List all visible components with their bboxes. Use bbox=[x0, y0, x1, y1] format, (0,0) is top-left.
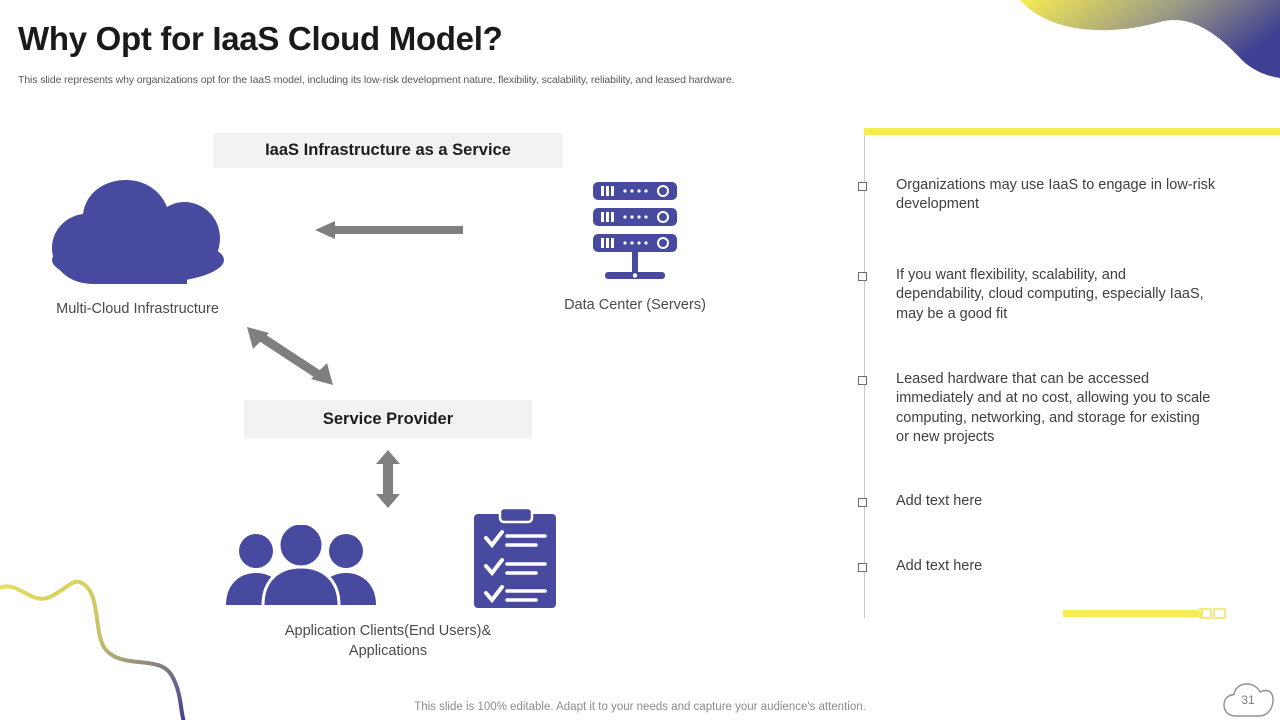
list-item[interactable]: Organizations may use IaaS to engage in … bbox=[858, 176, 1216, 215]
decorative-squiggle-bottom-left bbox=[0, 579, 186, 720]
page-number-cloud-icon bbox=[1223, 683, 1274, 717]
square-bullet-icon bbox=[858, 272, 867, 281]
list-item[interactable]: If you want flexibility, scalability, an… bbox=[858, 266, 1216, 324]
application-clients-people-icon bbox=[226, 525, 376, 605]
datacenter-caption: Data Center (Servers) bbox=[564, 297, 706, 313]
arrow-vertical-double-icon bbox=[376, 450, 400, 508]
applications-caption: Application Clients(End Users)& Applicat… bbox=[238, 622, 538, 661]
footer-note: This slide is 100% editable. Adapt it to… bbox=[414, 701, 866, 713]
cloud-caption: Multi-Cloud Infrastructure bbox=[56, 301, 219, 317]
list-item-text: Add text here bbox=[896, 493, 983, 509]
service-provider-box-label: Service Provider bbox=[322, 409, 454, 428]
iaas-header-box: IaaS Infrastructure as a Service bbox=[213, 133, 563, 168]
panel-bottom-accent-bar bbox=[1063, 610, 1203, 617]
service-provider-box: Service Provider bbox=[244, 400, 532, 438]
page-number: 31 bbox=[1241, 693, 1255, 707]
panel-top-accent-bar bbox=[864, 128, 1280, 135]
applications-caption-line1: Application Clients(End Users)& bbox=[284, 623, 492, 639]
panel-bottom-accent-glyph bbox=[1199, 608, 1226, 619]
arrow-diagonal-double-icon bbox=[247, 327, 333, 385]
square-bullet-icon bbox=[858, 376, 867, 385]
list-item-text: Add text here bbox=[896, 558, 983, 574]
list-item-text: Organizations may use IaaS to engage in … bbox=[896, 177, 1216, 213]
list-item[interactable]: Add text here bbox=[858, 557, 1216, 576]
square-bullet-icon bbox=[858, 182, 867, 191]
arrow-left-icon bbox=[315, 221, 463, 239]
page-title: Why Opt for IaaS Cloud Model? bbox=[18, 20, 503, 57]
decorative-wave-top-right bbox=[1020, 0, 1280, 78]
data-center-servers-icon bbox=[593, 182, 677, 279]
square-bullet-icon bbox=[858, 563, 867, 572]
square-bullet-icon bbox=[858, 498, 867, 507]
page-subtitle: This slide represents why organizations … bbox=[18, 74, 735, 86]
applications-clipboard-icon bbox=[474, 508, 556, 608]
iaas-header-box-label: IaaS Infrastructure as a Service bbox=[265, 141, 511, 159]
multi-cloud-icon bbox=[52, 180, 224, 284]
list-item[interactable]: Add text here bbox=[858, 492, 1216, 511]
list-item[interactable]: Leased hardware that can be accessed imm… bbox=[858, 370, 1216, 447]
list-item-text: Leased hardware that can be accessed imm… bbox=[896, 371, 1211, 445]
list-item-text: If you want flexibility, scalability, an… bbox=[896, 267, 1204, 322]
applications-caption-line2: Applications bbox=[348, 642, 428, 659]
